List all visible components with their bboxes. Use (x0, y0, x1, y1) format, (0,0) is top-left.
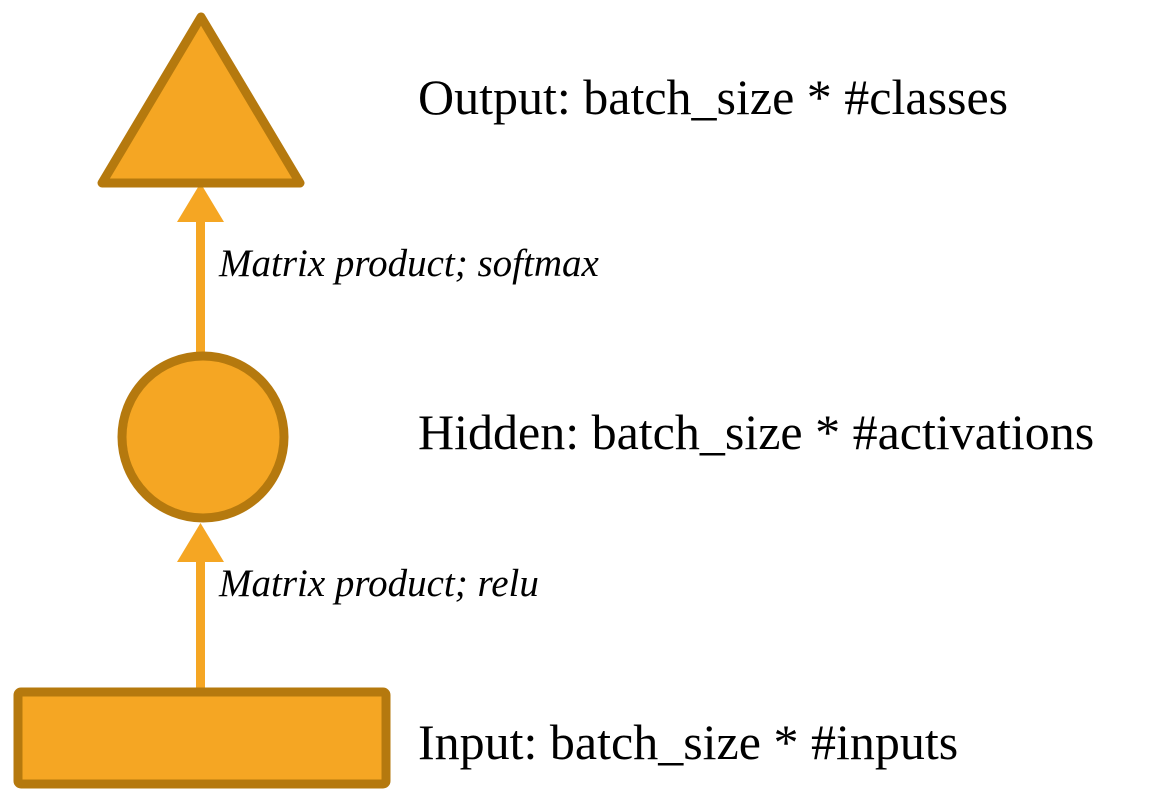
node-hidden-label: Hidden: batch_size * #activations (418, 404, 1095, 460)
edge-hidden-to-output-label: Matrix product; softmax (219, 242, 599, 285)
node-output-label: Output: batch_size * #classes (418, 69, 1009, 125)
node-input-rectangle (13, 687, 391, 789)
node-hidden-circle (117, 351, 289, 523)
arrow-input-to-hidden (177, 523, 224, 690)
arrow-hidden-to-output (177, 183, 224, 355)
edge-input-to-hidden-label: Matrix product; relu (219, 562, 539, 605)
node-output-triangle (97, 12, 305, 188)
node-input-label: Input: batch_size * #inputs (418, 714, 959, 770)
